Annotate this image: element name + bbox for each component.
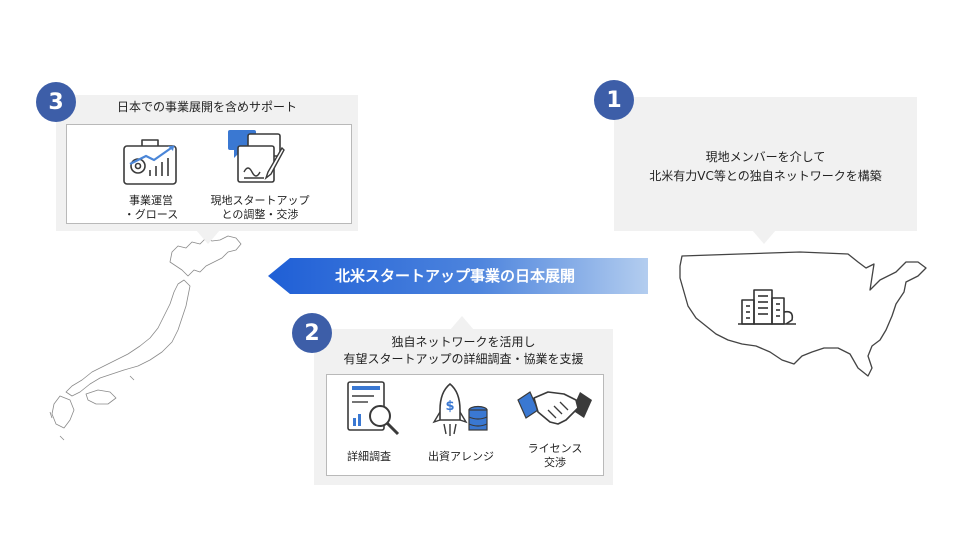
step3-callout-pointer bbox=[196, 230, 220, 244]
rocket-coins-icon: $ bbox=[432, 382, 488, 436]
step2-item3-label-line2: 交渉 bbox=[544, 456, 566, 469]
islands-outline bbox=[49, 375, 135, 441]
step1-text-line2: 北米有力VC等との独自ネットワークを構築 bbox=[649, 169, 882, 183]
step2-text-line2: 有望スタートアップの詳細調査・協業を支援 bbox=[343, 352, 584, 366]
step1-panel bbox=[614, 97, 917, 231]
briefcase-growth-icon bbox=[123, 139, 177, 185]
honshu-outline bbox=[65, 279, 191, 397]
step2-text-line1: 独自ネットワークを活用し bbox=[391, 335, 536, 349]
step3-badge: 3 bbox=[36, 82, 76, 122]
kyushu-outline bbox=[51, 395, 75, 429]
handshake-icon bbox=[517, 391, 592, 425]
step2-item2-label: 出資アレンジ bbox=[428, 450, 494, 463]
svg-text:$: $ bbox=[445, 399, 454, 414]
banner-arrow bbox=[268, 258, 648, 294]
step3-item2-label-line1: 現地スタートアップ bbox=[210, 194, 310, 207]
document-search-icon bbox=[347, 381, 400, 436]
step3-item1-label-line1: 事業運営 bbox=[129, 194, 173, 207]
building-icon bbox=[738, 289, 796, 325]
step3-title: 日本での事業展開を含めサポート bbox=[116, 100, 297, 114]
step1-badge: 1 bbox=[594, 80, 634, 120]
step3-item1-label-line2: ・グロース bbox=[123, 208, 179, 221]
us-outline bbox=[679, 251, 927, 377]
step3-inner-box bbox=[66, 124, 352, 224]
hokkaido-outline bbox=[169, 235, 242, 277]
chat-contract-icon bbox=[228, 130, 285, 183]
step2-item1-label: 詳細調査 bbox=[347, 450, 391, 463]
step2-item3-label-line1: ライセンス bbox=[527, 442, 583, 455]
step2-badge: 2 bbox=[292, 313, 332, 353]
banner-title: 北米スタートアップ事業の日本展開 bbox=[334, 267, 575, 285]
step1-text-line1: 現地メンバーを介して bbox=[705, 150, 826, 164]
step1-callout-pointer bbox=[752, 230, 776, 244]
step2-callout-pointer bbox=[450, 316, 474, 330]
step3-item2-label-line2: との調整・交渉 bbox=[221, 208, 299, 221]
shikoku-outline bbox=[85, 389, 117, 405]
